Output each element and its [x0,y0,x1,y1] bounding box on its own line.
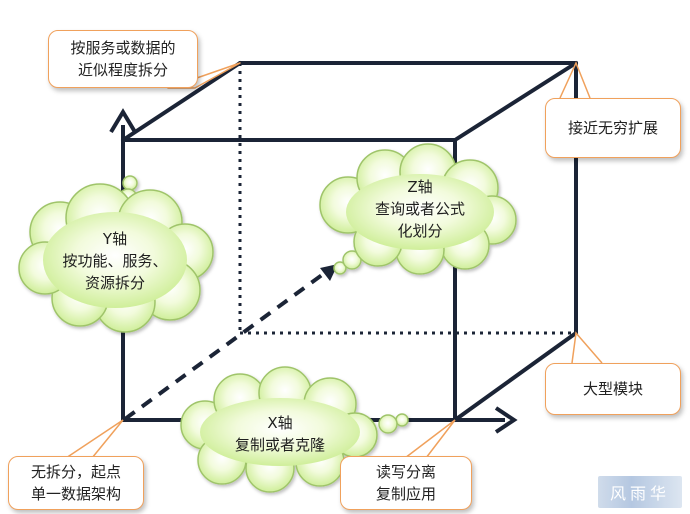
callout-bottom-left-line-2: 单一数据架构 [30,485,121,503]
cloud-z-line-3: 化划分 [397,222,443,240]
cloud-y-text: Y轴 按功能、服务、 资源拆分 [40,228,190,294]
callout-top-right: 接近无穷扩展 [545,98,681,158]
pointer-top-right [559,61,591,99]
callout-top-left-line-1: 按服务或数据的 [70,39,176,57]
callout-top-right-line-1: 接近无穷扩展 [567,119,658,137]
callout-top-left-line-2: 近似程度拆分 [77,61,168,79]
callout-right-mid: 大型模块 [545,363,681,415]
callout-bottom-left: 无拆分，起点 单一数据架构 [8,456,144,510]
callout-top-left: 按服务或数据的 近似程度拆分 [48,30,198,88]
cloud-x-text: X轴 复制或者克隆 [210,412,350,456]
cloud-z-line-2: 查询或者公式 [374,200,465,218]
callout-bottom-mid-line-2: 复制应用 [375,485,436,503]
cloud-x-line-1: X轴 [267,414,293,432]
cloud-y-line-1: Y轴 [102,230,128,248]
cloud-x-line-2: 复制或者克隆 [234,436,325,454]
pointer-bottom-mid [404,419,456,459]
cloud-z-line-1: Z轴 [407,178,433,196]
cloud-z-text: Z轴 查询或者公式 化划分 [345,176,495,242]
cloud-z-shape [319,143,517,275]
pointer-right-mid [571,331,603,364]
cloud-y-shape [18,175,214,333]
cloud-x-shape [180,366,409,493]
callout-bottom-mid-line-1: 读写分离 [375,463,436,481]
watermark: 风雨华 [598,476,682,508]
callout-right-mid-line-1: 大型模块 [582,380,643,398]
cloud-y-line-3: 资源拆分 [84,274,145,292]
pointer-bottom-left [65,419,124,459]
cloud-y-line-2: 按功能、服务、 [62,252,168,270]
cube-hidden-edges [238,63,576,335]
callout-bottom-left-line-1: 无拆分，起点 [30,463,121,481]
callout-bottom-mid: 读写分离 复制应用 [340,456,472,510]
